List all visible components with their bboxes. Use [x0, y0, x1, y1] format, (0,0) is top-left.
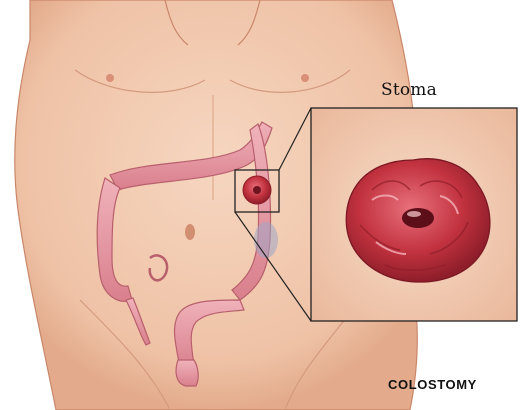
diagram-caption: COLOSTOMY — [388, 377, 477, 392]
stoma-small — [243, 176, 271, 204]
stoma-opening-highlight — [407, 211, 421, 217]
navel — [185, 224, 195, 240]
right-nipple — [301, 74, 309, 82]
peritoneal-shadow — [254, 222, 278, 258]
rectum — [176, 360, 198, 386]
stoma-inset — [311, 108, 517, 321]
stoma-opening — [402, 208, 434, 228]
left-nipple — [106, 74, 114, 82]
stoma-label: Stoma — [381, 80, 437, 100]
